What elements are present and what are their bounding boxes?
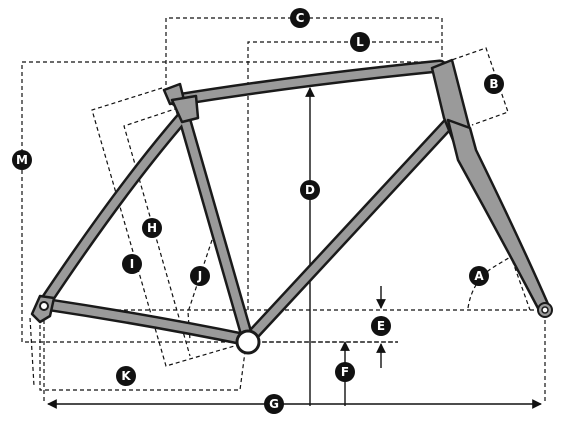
- badge-i-text: I: [130, 257, 134, 271]
- badge-a-text: A: [474, 269, 484, 283]
- badge-j-text: J: [197, 269, 202, 283]
- dim-k-line: [39, 318, 247, 391]
- badge-e: E: [371, 316, 391, 336]
- badge-b-text: B: [489, 77, 498, 91]
- badge-d-text: D: [305, 183, 315, 197]
- badge-d: D: [300, 180, 320, 200]
- badge-k-text: K: [121, 369, 131, 383]
- badge-f-text: F: [341, 365, 349, 379]
- badge-e-text: E: [377, 319, 385, 333]
- badge-c-text: C: [296, 11, 305, 25]
- dim-h-line: [91, 87, 249, 367]
- front-axle: [541, 306, 549, 314]
- dim-m-line: [21, 61, 446, 343]
- top-tube-joint: [170, 94, 200, 124]
- bottom-bracket: [235, 329, 261, 355]
- badge-h: H: [142, 218, 162, 238]
- badge-g-text: G: [269, 397, 279, 411]
- dimension-lines: [21, 17, 548, 402]
- dim-b-line: [445, 47, 509, 126]
- badge-j: J: [190, 266, 210, 286]
- dimension-arrows: [47, 87, 542, 409]
- dim-i-line: [123, 107, 191, 357]
- badge-f: F: [335, 362, 355, 382]
- dim-l-line: [247, 41, 442, 310]
- badge-k: K: [116, 366, 136, 386]
- bike-frame: [30, 58, 553, 355]
- frame-tube-fills: [40, 62, 456, 344]
- rear-axle: [39, 301, 49, 311]
- badge-c: C: [290, 8, 310, 28]
- badge-m: M: [12, 150, 32, 170]
- badge-m-text: M: [16, 153, 28, 167]
- badge-l-text: L: [356, 35, 364, 49]
- badge-g: G: [264, 394, 284, 414]
- fork: [446, 118, 550, 314]
- label-badges: C L B M D H I J: [12, 8, 504, 414]
- dim-k-line-2: [29, 317, 35, 387]
- badge-l: L: [350, 32, 370, 52]
- badge-h-text: H: [147, 221, 157, 235]
- badge-i: I: [122, 254, 142, 274]
- badge-b: B: [484, 74, 504, 94]
- badge-a: A: [469, 266, 489, 286]
